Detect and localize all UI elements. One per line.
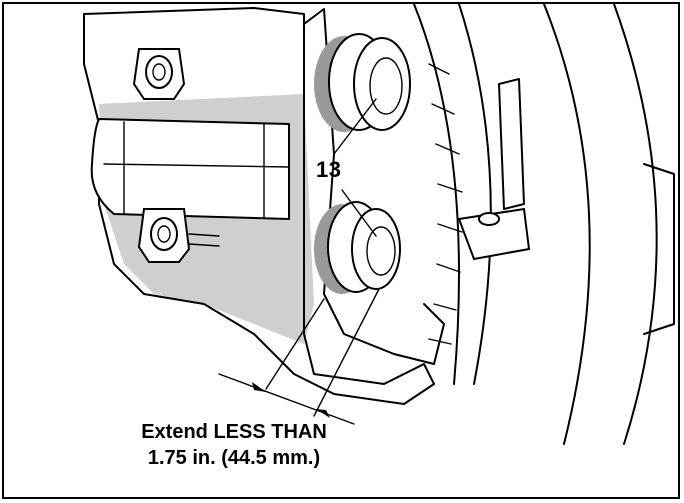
lower-guide-bolt	[137, 208, 220, 263]
rotor-slot	[498, 78, 525, 210]
dimension-extension-right	[313, 288, 380, 417]
callout-leader-upper	[333, 98, 377, 155]
caption-line-2: 1.75 in. (44.5 mm.)	[147, 447, 321, 469]
caliper-boss-lines	[103, 121, 290, 218]
caliper-cylinder-boss	[90, 117, 290, 221]
upper-guide-bolt	[132, 48, 186, 100]
caliper-body-outline	[83, 7, 435, 405]
brake-caliper-illustration	[83, 4, 675, 445]
dimension-arrow-left	[252, 382, 266, 392]
mount-tab	[457, 207, 531, 261]
dimension-caption: Extend LESS THAN 1.75 in. (44.5 mm.)	[84, 419, 384, 471]
dimension-arrow-right	[316, 409, 330, 418]
upper-piston	[314, 33, 411, 132]
dimension-line	[218, 373, 355, 425]
dimension-extension-left	[265, 298, 325, 390]
caption-line-1: Extend LESS THAN	[141, 421, 327, 443]
part-callout-number: 13	[316, 157, 342, 182]
hub-detail	[643, 163, 675, 335]
lower-piston	[314, 201, 401, 294]
callout-leader-lower	[341, 189, 377, 237]
brake-rotor	[413, 4, 658, 445]
diagram-frame: 13 Extend LESS THAN 1.75 in. (44.5 mm.)	[2, 2, 680, 499]
